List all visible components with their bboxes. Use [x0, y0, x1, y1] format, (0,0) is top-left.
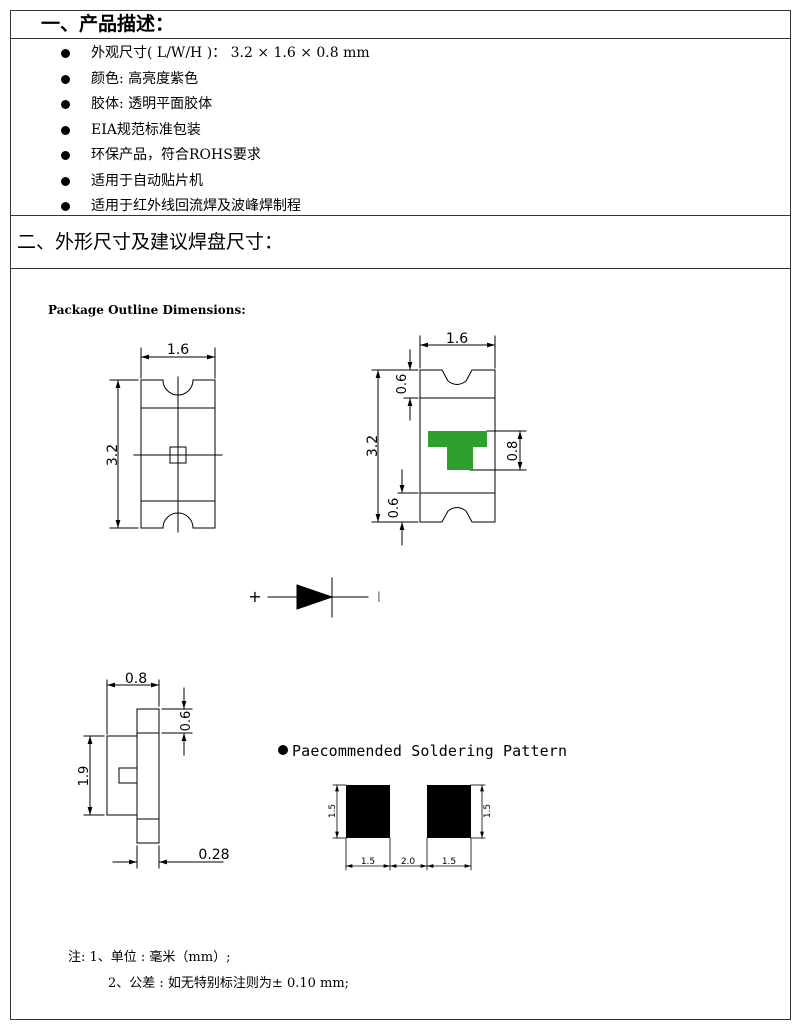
list-item-text: 环保产品，符合ROHS要求	[91, 147, 261, 163]
solder-dimensions	[332, 784, 486, 871]
list-item: 适用于红外线回流焊及波峰焊制程	[11, 194, 790, 220]
top-view	[109, 347, 223, 533]
list-item-text: 胶体: 透明平面胶体	[91, 96, 213, 112]
list-item: EIA规范标准包装	[11, 118, 790, 144]
pad-height-left-label: 1.5	[328, 804, 338, 818]
bullet-icon	[278, 745, 288, 755]
note-tolerance: 2、公差 : 如无特别标注则为± 0.10 mm;	[108, 976, 350, 991]
package-outline-title: Package Outline Dimensions:	[48, 303, 246, 317]
soldering-pattern-title: Paecommended Soldering Pattern	[292, 742, 567, 760]
list-item-text: EIA规范标准包装	[91, 121, 201, 138]
solder-pad-left	[346, 785, 390, 838]
solder-pad-right	[427, 785, 471, 838]
bullet-icon	[61, 100, 70, 109]
top-view-length-label: 3.2	[105, 444, 121, 466]
diode-symbol-icon	[267, 577, 369, 618]
bullet-icon	[61, 49, 70, 58]
list-item: 胶体: 透明平面胶体	[11, 92, 790, 118]
section-2-title: 二、外形尺寸及建议焊盘尺寸：	[11, 216, 790, 269]
note-units: 注: 1、单位 : 毫米（mm）;	[68, 950, 231, 965]
list-item: 环保产品，符合ROHS要求	[11, 143, 790, 169]
product-description-list: 外观尺寸( L/W/H )： 3.2 × 1.6 × 0.8 mm 颜色: 高亮…	[11, 39, 790, 216]
side-offset-label: 0.28	[198, 847, 229, 863]
pad-gap-label: 2.0	[401, 857, 416, 867]
bullet-icon	[61, 74, 70, 84]
bullet-icon	[61, 176, 70, 186]
side-view	[83, 679, 224, 869]
bullet-icon	[61, 151, 70, 160]
list-item-text: 颜色: 高亮度紫色	[91, 70, 199, 87]
bullet-icon	[61, 202, 70, 211]
pad-height-right-label: 1.5	[483, 804, 493, 818]
section-1-title: 一、产品描述：	[11, 11, 790, 39]
list-item: 适用于自动贴片机	[11, 169, 790, 195]
bottom-view-length-label: 3.2	[365, 435, 381, 457]
side-terminal-label: 0.6	[179, 711, 194, 732]
bottom-view	[371, 335, 527, 546]
document-frame: 一、产品描述： 外观尺寸( L/W/H )： 3.2 × 1.6 × 0.8 m…	[10, 10, 791, 1020]
bottom-view-width-label: 1.6	[446, 331, 468, 347]
side-height-label: 0.8	[125, 671, 147, 687]
list-item-text: 适用于自动贴片机	[91, 172, 203, 189]
anode-label: +	[248, 587, 261, 606]
pad-width-left-label: 1.5	[361, 857, 375, 867]
list-item: 外观尺寸( L/W/H )： 3.2 × 1.6 × 0.8 mm	[11, 41, 790, 67]
top-view-width-label: 1.6	[167, 342, 189, 358]
list-item-text: 外观尺寸( L/W/H )： 3.2 × 1.6 × 0.8 mm	[91, 45, 370, 61]
terminal-top-label: 0.6	[395, 374, 410, 395]
list-item: 颜色: 高亮度紫色	[11, 67, 790, 93]
polarity-mark	[428, 431, 487, 470]
cathode-label: I	[377, 590, 381, 606]
side-lens-label: 1.9	[77, 766, 92, 787]
bullet-icon	[61, 125, 70, 135]
terminal-bottom-label: 0.6	[387, 498, 402, 519]
list-item-text: 适用于红外线回流焊及波峰焊制程	[91, 198, 301, 214]
mark-label: 0.8	[506, 441, 521, 462]
pad-width-right-label: 1.5	[442, 857, 456, 867]
